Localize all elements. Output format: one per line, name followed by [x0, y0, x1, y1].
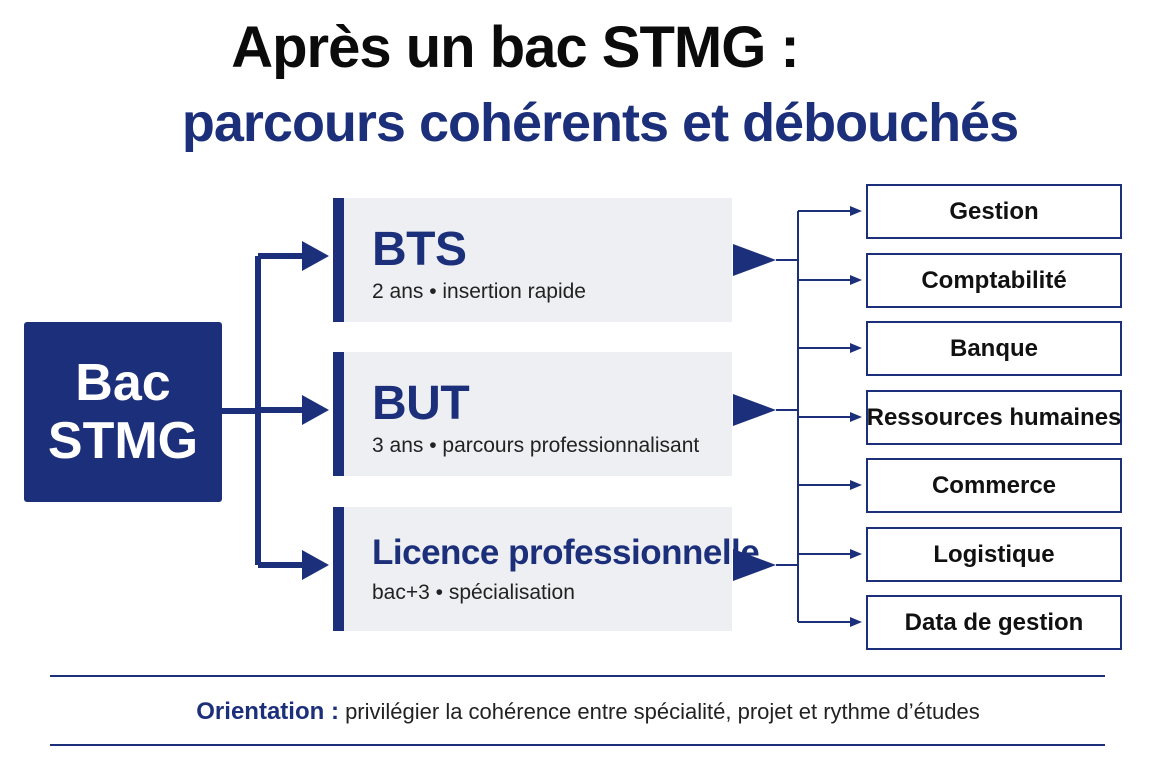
pathway-name: BUT	[372, 377, 470, 430]
arrowhead-bts	[302, 241, 329, 271]
outcome-comptabilite: Comptabilité	[866, 253, 1122, 308]
pathway-description: 2 ans • insertion rapide	[372, 280, 586, 303]
arrowhead-but	[302, 395, 329, 425]
arrowhead-comptabilite	[850, 275, 862, 285]
pathway-name: Licence professionnelle	[372, 533, 760, 572]
footer-note: Orientation : privilégier la cohérence e…	[0, 698, 1152, 726]
page-subtitle: parcours cohérents et débouchés	[181, 93, 1019, 153]
arrow-but-out	[733, 394, 776, 426]
bac-stmg-line2: STMG	[47, 412, 199, 470]
footer-text: privilégier la cohérence entre spécialit…	[345, 699, 980, 724]
pathway-name: BTS	[372, 223, 467, 276]
footer-label: Orientation :	[196, 698, 339, 725]
pathway-description: 3 ans • parcours professionnalisant	[372, 434, 700, 457]
pathway-description: bac+3 • spécialisation	[372, 581, 575, 604]
arrowhead-commerce	[850, 480, 862, 490]
bac-stmg-box: Bac STMG	[24, 322, 222, 502]
arrowhead-banque	[850, 343, 862, 353]
connector-bac-to-paths	[222, 253, 305, 568]
outcome-gestion: Gestion	[866, 184, 1122, 239]
bac-stmg-line1: Bac	[75, 353, 171, 412]
divider-bottom	[50, 744, 1105, 746]
pathway-but: BUT 3 ans • parcours professionnalisant	[333, 352, 732, 476]
arrow-bts-out	[733, 244, 776, 276]
arrowhead-licence	[302, 550, 329, 580]
arrowhead-data	[850, 617, 862, 627]
arrowhead-rh	[850, 412, 862, 422]
outcome-ressources-humaines: Ressources humaines	[866, 390, 1122, 445]
outcome-commerce: Commerce	[866, 458, 1122, 513]
pathway-bts: BTS 2 ans • insertion rapide	[333, 198, 732, 322]
pathway-licence-pro: Licence professionnelle bac+3 • spéciali…	[333, 507, 760, 631]
divider-top	[50, 675, 1105, 677]
connector-to-outcomes	[776, 210, 852, 623]
arrowhead-gestion	[850, 206, 862, 216]
outcome-logistique: Logistique	[866, 527, 1122, 582]
page-title: Après un bac STMG :	[231, 15, 800, 80]
arrow-licence-out	[733, 549, 776, 581]
outcome-data-de-gestion: Data de gestion	[866, 595, 1122, 650]
arrowhead-logistique	[850, 549, 862, 559]
outcome-banque: Banque	[866, 321, 1122, 376]
